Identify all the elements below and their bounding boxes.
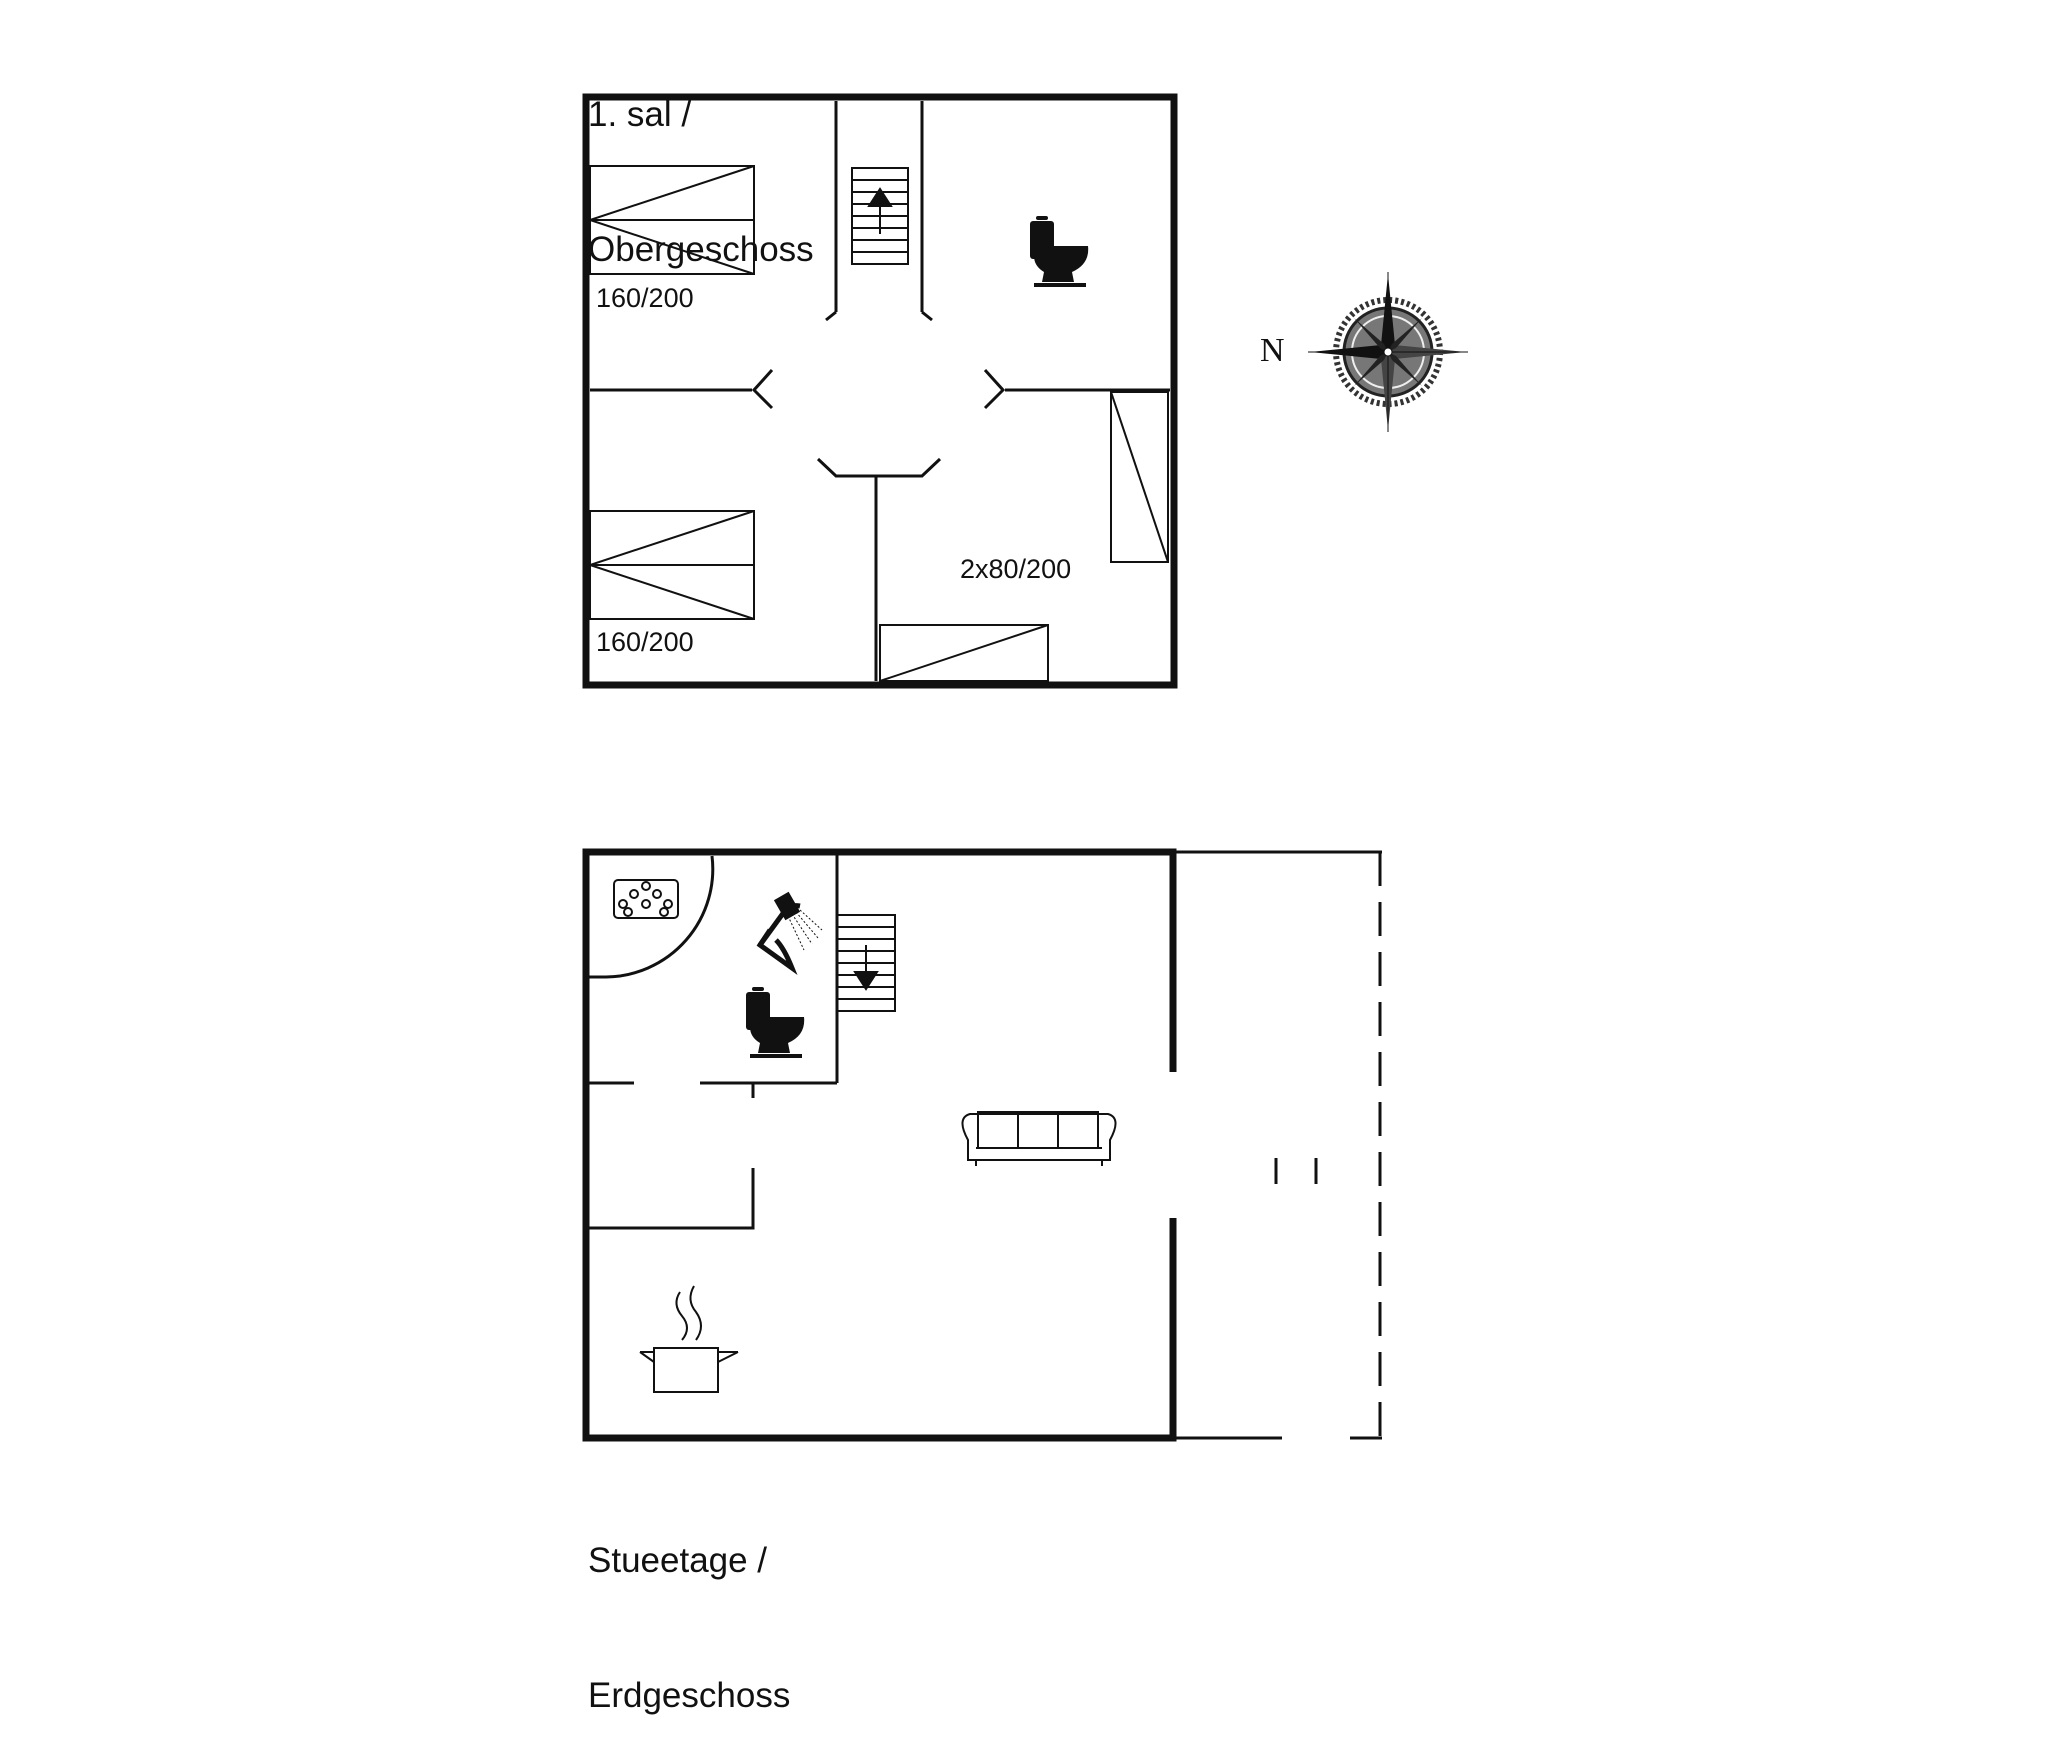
door-right-chevron — [983, 368, 1006, 410]
toilet-icon — [1030, 216, 1089, 287]
sauna-icon — [613, 879, 679, 919]
upper-floor-plan — [582, 93, 1178, 689]
compass-north-label: N — [1260, 332, 1285, 369]
bed-label-bottom-left: 160/200 — [596, 627, 694, 657]
bed-bottom-left — [586, 510, 755, 620]
sauna-door-arc — [588, 855, 715, 979]
toilet-icon — [746, 987, 805, 1058]
shower-icon — [756, 891, 823, 976]
bed-label-right: 2x80/200 — [960, 554, 1071, 584]
upper-floor-title-line1: 1. sal / — [588, 95, 692, 134]
ground-floor-plan — [582, 848, 1382, 1442]
bed-top-left — [586, 165, 755, 275]
ground-outer-wall — [582, 1078, 1177, 1442]
hall-lower-wall — [588, 1168, 755, 1230]
ground-outer-wall-top — [582, 848, 1177, 1082]
bed-single-right — [1110, 391, 1169, 563]
cooking-pot-icon — [639, 1285, 739, 1393]
upper-floor-title: 1. sal / Obergeschoss — [588, 2, 814, 317]
stair-wall-right-end — [921, 310, 933, 322]
compass-rose-icon — [1308, 272, 1468, 432]
door-left-chevron — [751, 368, 774, 410]
upper-floor-title-line2: Obergeschoss — [588, 230, 814, 269]
bed-single-bottom — [879, 624, 1049, 682]
ground-floor-title-line2: Erdgeschoss — [588, 1676, 791, 1715]
bed-label-top-left: 160/200 — [596, 283, 694, 313]
ground-floor-title-line1: Stueetage / — [588, 1541, 768, 1580]
stair-wall-left-end — [825, 310, 837, 322]
stairs-up-icon — [851, 167, 909, 265]
stairs-down-icon — [836, 914, 896, 1012]
sofa-icon — [961, 1111, 1117, 1166]
upper-floor-outer-wall — [582, 93, 1178, 689]
floor-plan: 160/200 160/200 2x80/200 N — [582, 93, 1468, 1442]
door-bottom-chevron — [816, 457, 942, 478]
